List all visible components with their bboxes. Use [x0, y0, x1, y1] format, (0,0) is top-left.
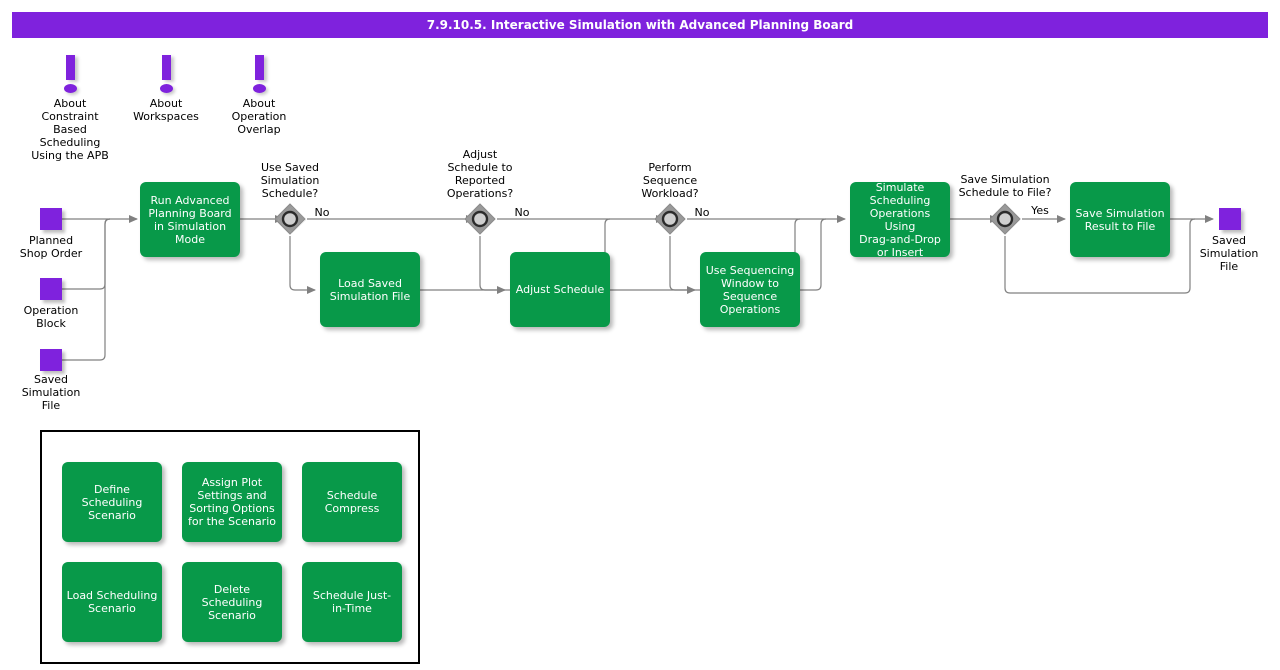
decision-use-saved-simulation-schedule[interactable] — [273, 202, 307, 236]
input-saved-simulation-file[interactable] — [40, 349, 62, 371]
process-label: Adjust Schedule — [515, 283, 605, 296]
process-save-simulation-result-to-file[interactable]: Save Simulation Result to File — [1070, 182, 1170, 257]
exclamation-bar-icon — [162, 55, 171, 80]
panel-item-label: Assign Plot Settings and Sorting Options… — [188, 476, 276, 528]
page-title: 7.9.10.5. Interactive Simulation with Ad… — [426, 18, 854, 32]
process-label: Save Simulation Result to File — [1075, 206, 1165, 233]
decision-save-simulation-schedule-to-file-branch: Yes — [1031, 204, 1049, 217]
wire-d2-yes — [479, 236, 506, 294]
wire-d3-yes — [669, 236, 696, 294]
decision-use-saved-simulation-schedule-label: Use Saved Simulation Schedule? — [260, 161, 320, 200]
panel-item-schedule-compress[interactable]: Schedule Compress — [302, 462, 402, 542]
process-label: Use Sequencing Window to Sequence Operat… — [705, 263, 795, 316]
exclamation-icon — [156, 55, 176, 97]
panel-item-label: Load Scheduling Scenario — [66, 589, 158, 615]
decision-adjust-schedule-to-reported-operations[interactable] — [463, 202, 497, 236]
panel-item-assign-plot-settings[interactable]: Assign Plot Settings and Sorting Options… — [182, 462, 282, 542]
exclamation-bar-icon — [66, 55, 75, 80]
exclamation-icon — [60, 55, 80, 97]
process-load-saved-simulation-file[interactable]: Load Saved Simulation File — [320, 252, 420, 327]
exclamation-dot-icon — [160, 84, 173, 93]
note-about-operation-overlap[interactable]: About Operation Overlap — [219, 55, 299, 136]
wire-d1-yes — [289, 236, 316, 294]
panel-item-label: Delete Scheduling Scenario — [201, 582, 263, 622]
process-adjust-schedule[interactable]: Adjust Schedule — [510, 252, 610, 327]
process-run-advanced-planning-board[interactable]: Run Advanced Planning Board in Simulatio… — [140, 182, 240, 257]
input-operation-block[interactable] — [40, 278, 62, 300]
scenario-operations-panel: Define Scheduling Scenario Assign Plot S… — [40, 430, 420, 664]
output-saved-simulation-file[interactable] — [1219, 208, 1241, 230]
decision-perform-sequence-workload[interactable] — [653, 202, 687, 236]
page-title-bar: 7.9.10.5. Interactive Simulation with Ad… — [12, 12, 1268, 38]
decision-save-simulation-schedule-to-file[interactable] — [988, 202, 1022, 236]
exclamation-icon — [249, 55, 269, 97]
panel-item-label: Schedule Compress — [324, 489, 380, 515]
note-label: About Constraint Based Scheduling Using … — [31, 97, 109, 162]
input-operation-block-label: Operation Block — [23, 304, 79, 330]
exclamation-dot-icon — [253, 84, 266, 93]
wire-sequencing-return — [800, 218, 827, 291]
process-simulate-scheduling-operations[interactable]: Simulate Scheduling Operations Using Dra… — [850, 180, 950, 259]
input-saved-simulation-file-label: Saved Simulation File — [21, 373, 81, 412]
panel-item-delete-scheduling-scenario[interactable]: Delete Scheduling Scenario — [182, 562, 282, 642]
panel-item-schedule-just-in-time[interactable]: Schedule Just- in-Time — [302, 562, 402, 642]
decision-perform-sequence-workload-label: Perform Sequence Workload? — [641, 161, 699, 200]
process-label: Run Advanced Planning Board in Simulatio… — [148, 193, 232, 246]
process-label: Load Saved Simulation File — [329, 276, 411, 303]
input-planned-shop-order-label: Planned Shop Order — [19, 234, 83, 260]
panel-item-load-scheduling-scenario[interactable]: Load Scheduling Scenario — [62, 562, 162, 642]
decision-adjust-schedule-to-reported-operations-label: Adjust Schedule to Reported Operations? — [446, 148, 514, 200]
panel-item-label: Schedule Just- in-Time — [312, 589, 392, 615]
note-about-constraint-based-scheduling[interactable]: About Constraint Based Scheduling Using … — [30, 55, 110, 162]
note-label: About Workspaces — [133, 97, 199, 123]
exclamation-dot-icon — [64, 84, 77, 93]
decision-save-simulation-schedule-to-file-label: Save Simulation Schedule to File? — [958, 173, 1052, 199]
process-label: Simulate Scheduling Operations Using Dra… — [859, 180, 941, 259]
note-label: About Operation Overlap — [231, 97, 287, 136]
decision-adjust-schedule-to-reported-operations-branch: No — [514, 206, 530, 219]
decision-use-saved-simulation-schedule-branch: No — [314, 206, 330, 219]
panel-item-define-scheduling-scenario[interactable]: Define Scheduling Scenario — [62, 462, 162, 542]
process-use-sequencing-window[interactable]: Use Sequencing Window to Sequence Operat… — [700, 252, 800, 327]
output-saved-simulation-file-label: Saved Simulation File — [1199, 234, 1259, 273]
note-about-workspaces[interactable]: About Workspaces — [126, 55, 206, 123]
panel-item-label: Define Scheduling Scenario — [81, 482, 143, 522]
exclamation-bar-icon — [255, 55, 264, 80]
input-planned-shop-order[interactable] — [40, 208, 62, 230]
decision-perform-sequence-workload-branch: No — [694, 206, 710, 219]
